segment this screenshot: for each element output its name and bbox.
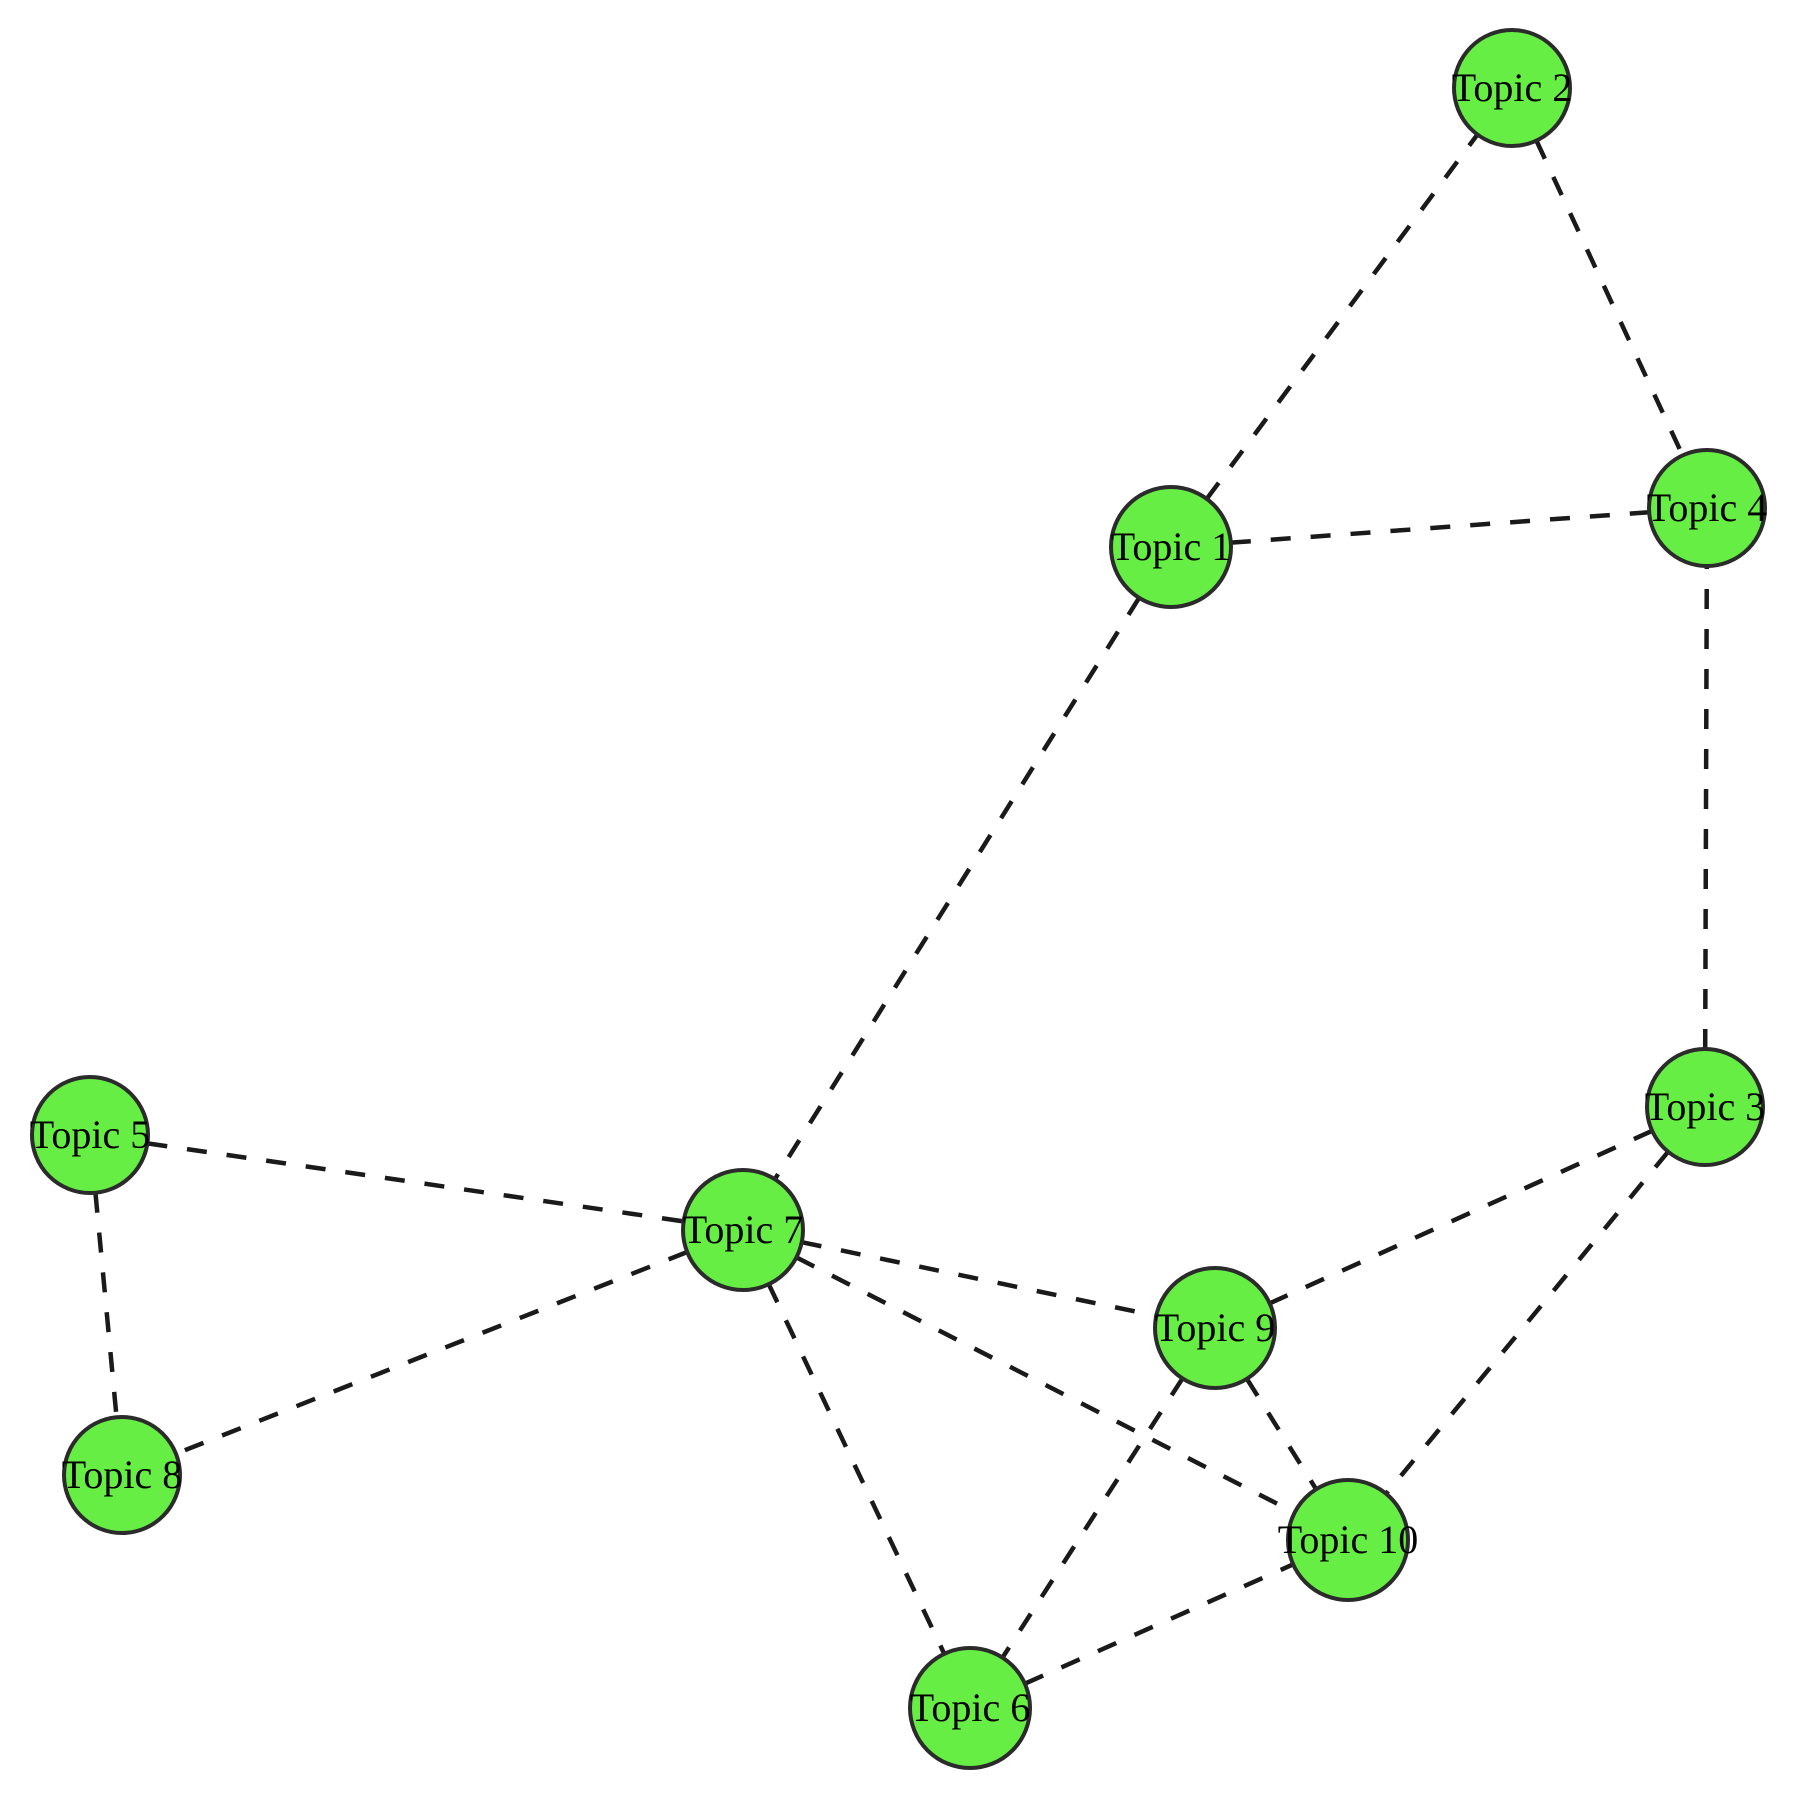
graph-edge	[175, 1249, 689, 1456]
graph-edge	[147, 1141, 684, 1224]
graph-node-topic-1[interactable]: Topic 1	[1109, 485, 1233, 609]
graph-node-topic-10[interactable]: Topic 10	[1278, 1478, 1418, 1602]
graph-node-topic-5[interactable]: Topic 5	[30, 1075, 150, 1195]
graph-node-label: Topic 9	[1154, 1305, 1276, 1350]
graph-node-label: Topic 4	[1646, 485, 1768, 530]
graph-edge	[1702, 565, 1710, 1050]
graph-node-topic-8[interactable]: Topic 8	[62, 1415, 182, 1535]
graph-node-topic-7[interactable]: Topic 7	[681, 1168, 805, 1292]
graph-edge	[1230, 509, 1650, 545]
graph-edge	[1534, 139, 1685, 457]
graph-node-label: Topic 8	[61, 1452, 183, 1497]
graph-node-label: Topic 6	[909, 1685, 1031, 1730]
graph-edge	[795, 1255, 1296, 1515]
graph-edge	[1268, 1128, 1654, 1306]
graph-node-topic-6[interactable]: Topic 6	[908, 1646, 1032, 1770]
graph-node-label: Topic 1	[1110, 524, 1232, 569]
graph-node-label: Topic 5	[29, 1112, 151, 1157]
graph-edge	[1023, 1562, 1295, 1686]
graph-node-topic-3[interactable]: Topic 3	[1645, 1047, 1765, 1167]
graph-node-label: Topic 2	[1451, 65, 1573, 110]
graph-edge	[772, 596, 1142, 1181]
graph-node-topic-4[interactable]: Topic 4	[1647, 448, 1767, 568]
graph-edge	[1204, 133, 1480, 501]
graph-edge	[1384, 1150, 1670, 1496]
graph-node-label: Topic 10	[1277, 1517, 1419, 1562]
graph-node-label: Topic 7	[682, 1207, 804, 1252]
graph-edge	[766, 1283, 947, 1655]
graph-node-label: Topic 3	[1644, 1084, 1766, 1129]
graph-node-topic-9[interactable]: Topic 9	[1153, 1266, 1277, 1390]
graph-edge	[1000, 1377, 1185, 1659]
graph-node-topic-2[interactable]: Topic 2	[1452, 28, 1572, 148]
